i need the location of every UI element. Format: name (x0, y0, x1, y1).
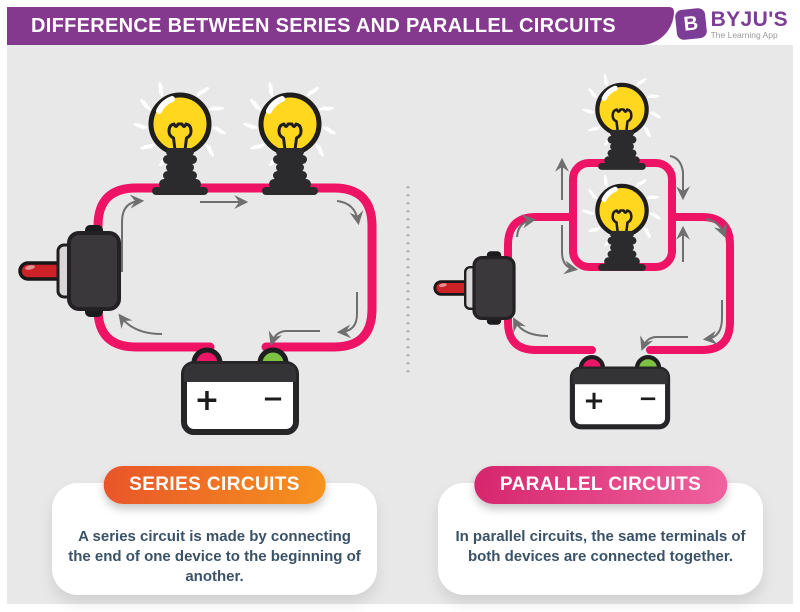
byjus-logo-icon: B (674, 7, 708, 41)
series-badge: SERIES CIRCUITS (103, 466, 326, 504)
bulb-icon (584, 176, 660, 271)
series-wire (93, 183, 377, 352)
parallel-circuit: + − (433, 75, 734, 427)
parallel-wire-left (504, 213, 596, 354)
byjus-logo-text: BYJU'S The Learning App (711, 9, 788, 40)
series-current-arrows (118, 194, 364, 346)
parallel-wire-right (646, 213, 734, 354)
series-description: A series circuit is made by connecting t… (68, 528, 361, 586)
byjus-tagline: The Learning App (710, 30, 778, 40)
header-bar: DIFFERENCE BETWEEN SERIES AND PARALLEL C… (7, 7, 674, 45)
series-circuit: + − (18, 83, 377, 432)
byjus-brand-name: BYJU'S (710, 8, 788, 31)
bulb-icon (245, 83, 335, 195)
battery-negative-sign: − (262, 384, 284, 414)
toggle-switch-icon (18, 223, 121, 319)
page-title: DIFFERENCE BETWEEN SERIES AND PARALLEL C… (31, 14, 616, 37)
battery-negative-sign: − (638, 386, 657, 412)
bulb-icon (135, 83, 225, 195)
bulb-icon (584, 75, 660, 170)
byjus-logo: B BYJU'S The Learning App (674, 7, 788, 41)
parallel-current-arrows (513, 155, 728, 351)
parallel-badge: PARALLEL CIRCUITS (473, 466, 728, 504)
series-info-card: SERIES CIRCUITS A series circuit is made… (52, 466, 377, 595)
parallel-description: In parallel circuits, the same terminals… (455, 528, 746, 566)
battery-positive-sign: + (583, 386, 605, 416)
battery-positive-sign: + (194, 383, 219, 418)
parallel-info-card: PARALLEL CIRCUITS In parallel circuits, … (438, 466, 763, 595)
toggle-switch-icon (433, 249, 516, 327)
